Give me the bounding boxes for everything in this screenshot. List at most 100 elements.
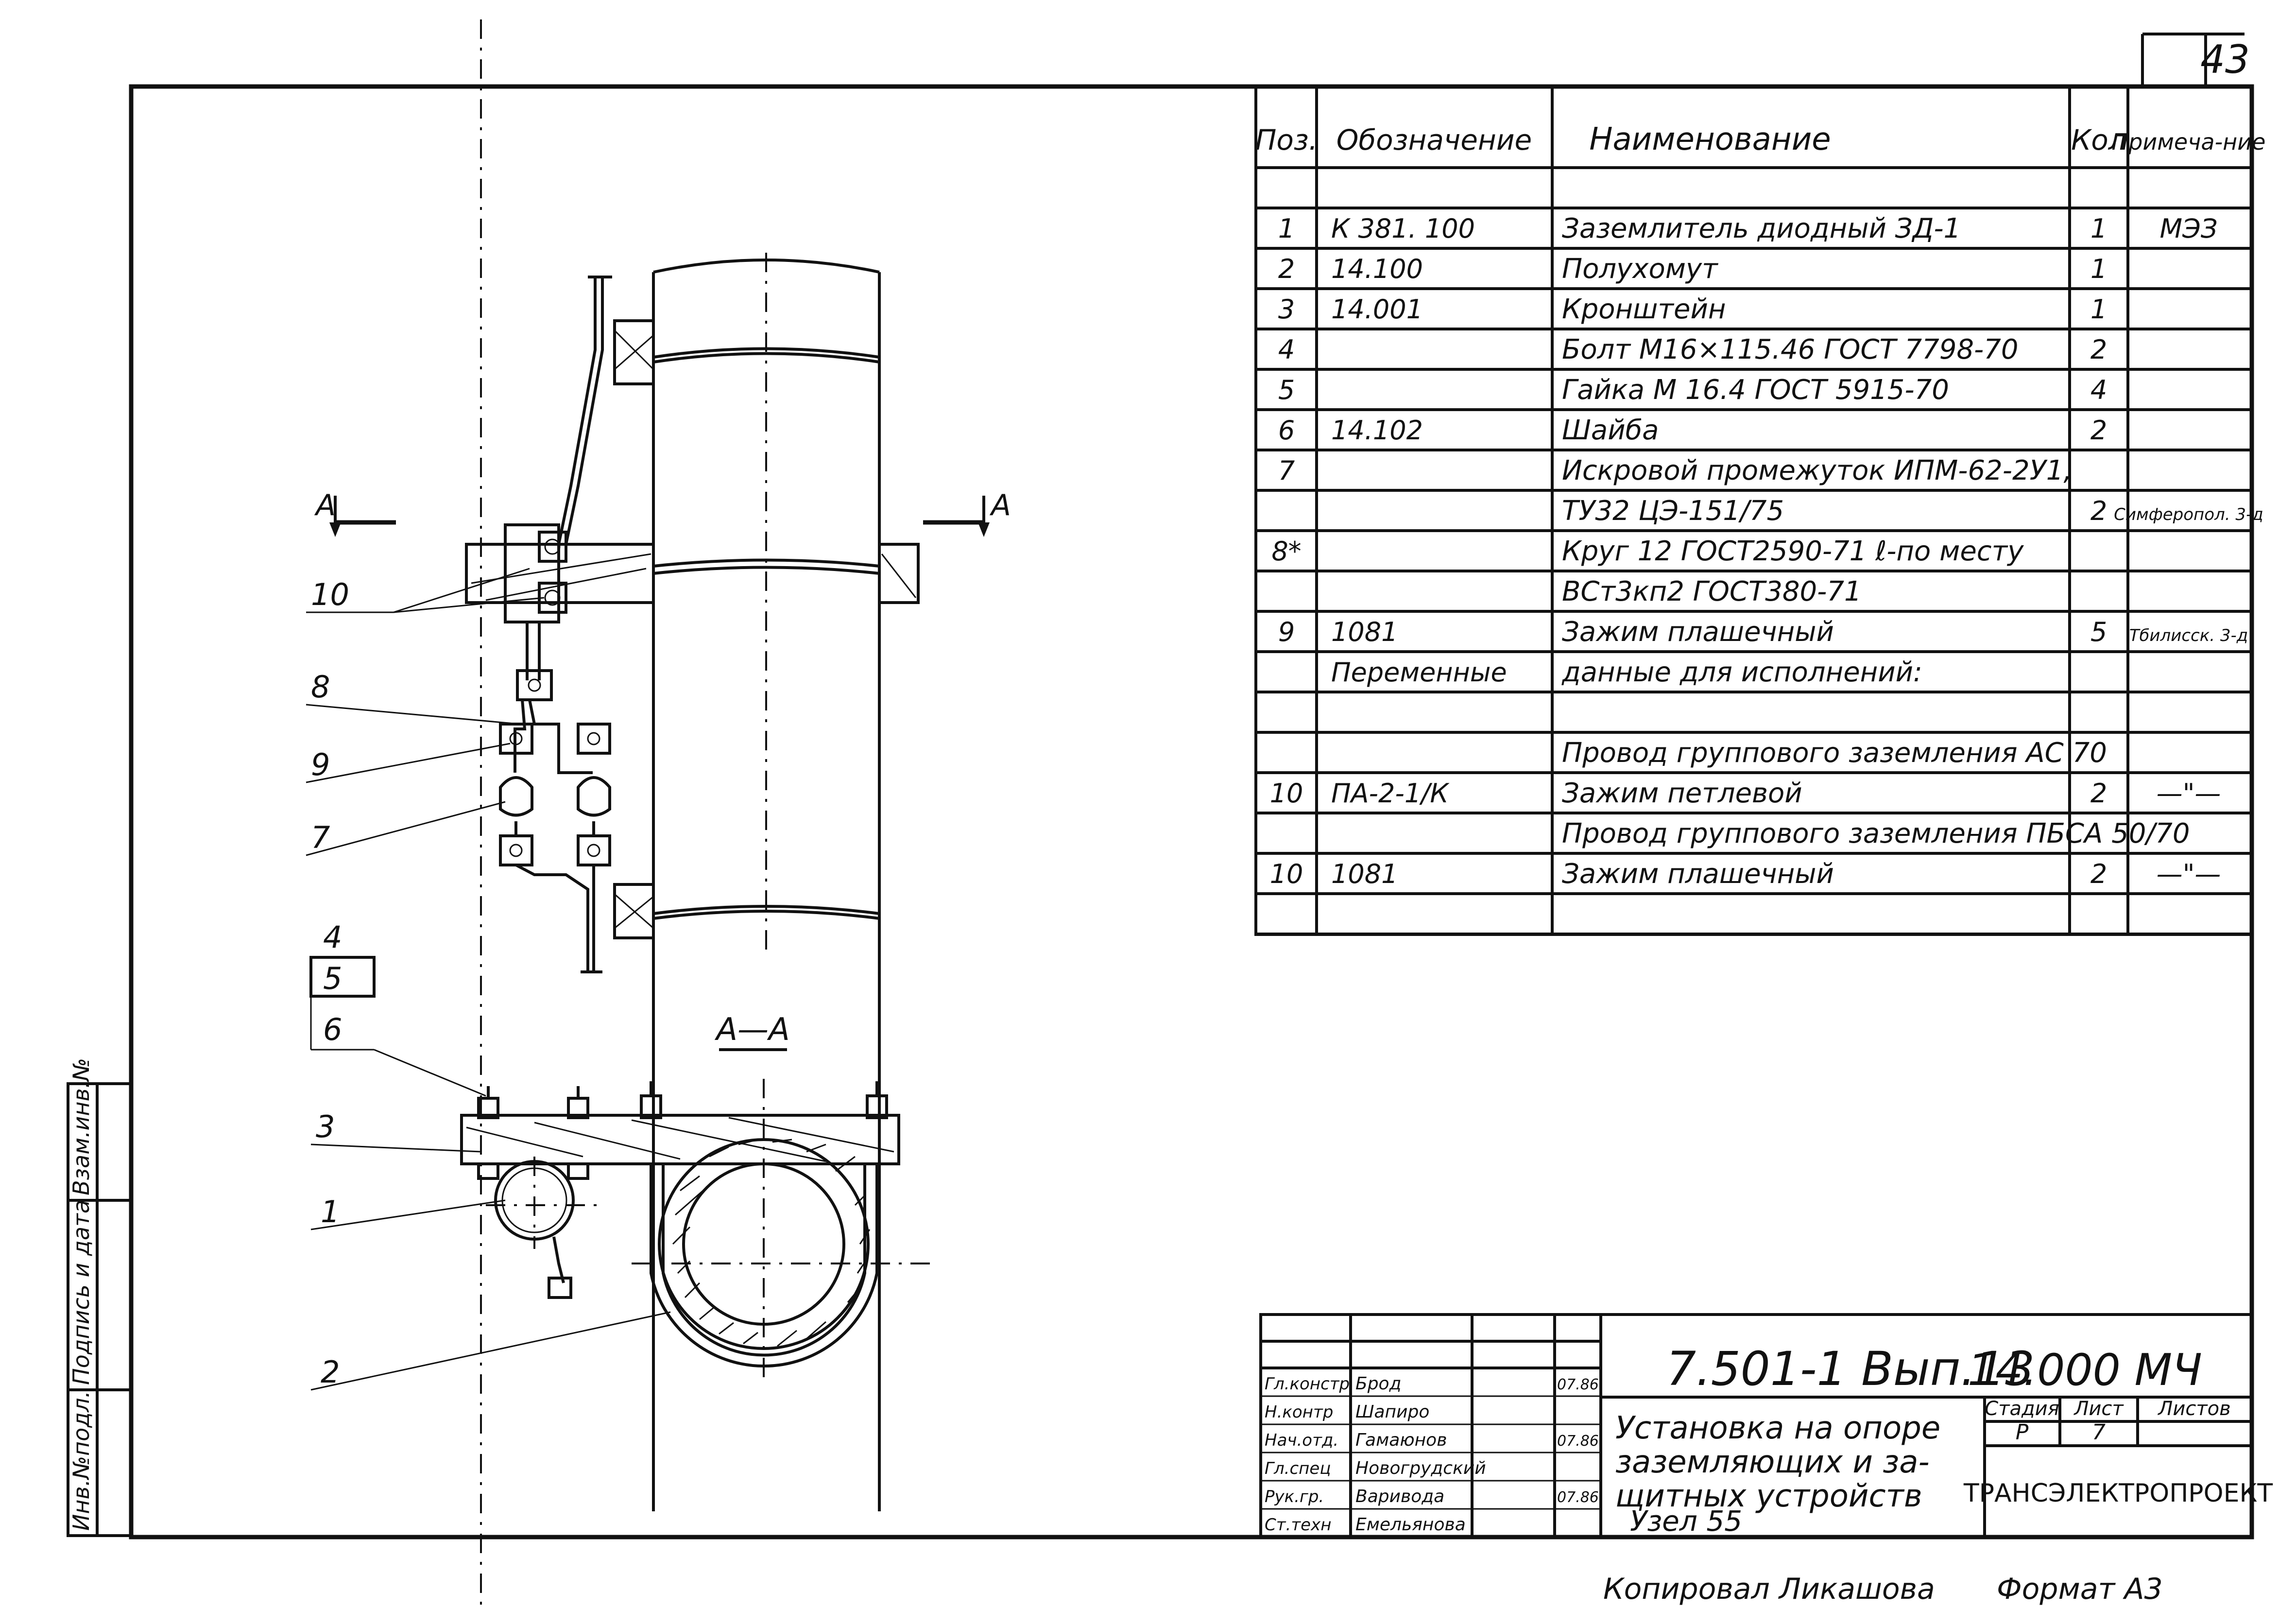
doc-number: 14.000 МЧ xyxy=(1968,1345,2202,1396)
spec-cell-name: Искровой промежуток ИПМ-62-2У1, xyxy=(1562,455,2072,486)
stamp-inv-orig: Инв.№подл. xyxy=(68,1391,94,1531)
spec-cell-pos: 10 xyxy=(1270,859,1303,889)
spec-cell-qty: 2 xyxy=(2090,415,2107,446)
spec-cell-pos: 5 xyxy=(1278,375,1295,405)
side-stamp: Инв.№подл. Подпись и дата Взам.инв.№ xyxy=(67,1058,133,1537)
header-pos: Поз. xyxy=(1255,123,1318,156)
stage-label: Стадия xyxy=(1985,1398,2059,1420)
spec-cell-designation: 14.100 xyxy=(1331,254,1423,284)
header-name: Наименование xyxy=(1589,121,1831,157)
callout-9: 9 xyxy=(311,747,330,782)
sheet-number-box: 43 xyxy=(2141,33,2250,87)
sheet-value: 7 xyxy=(2092,1420,2106,1445)
spec-cell-designation: Переменные xyxy=(1331,657,1507,688)
spec-cell-name: Полухомут xyxy=(1562,253,1718,285)
callout-1: 1 xyxy=(321,1194,340,1229)
spec-cell-note: МЭЗ xyxy=(2160,213,2218,244)
sheets-label: Листов xyxy=(2157,1398,2230,1420)
callout-6: 6 xyxy=(323,1012,342,1047)
stage-value: Р xyxy=(2016,1420,2029,1445)
spec-cell-pos: 2 xyxy=(1278,254,1295,284)
role-name: Шапиро xyxy=(1355,1402,1429,1422)
callout-10: 10 xyxy=(311,577,349,612)
spec-cell-note: Симферопол. 3-д xyxy=(2114,505,2263,524)
role-name: Варивода xyxy=(1355,1487,1444,1506)
spec-cell-pos: 8* xyxy=(1271,536,1301,567)
spec-cell-name: данные для исполнений: xyxy=(1561,657,1922,688)
header-note: Примеча-ние xyxy=(2112,129,2266,155)
role-name: Гамаюнов xyxy=(1355,1430,1447,1450)
role-date: 07.86 xyxy=(1557,1489,1599,1506)
sheet-label: Лист xyxy=(2073,1398,2124,1420)
role-name: Новогрудский xyxy=(1355,1458,1486,1478)
title-line-4: Узел 55 xyxy=(1630,1505,1742,1538)
callout-4: 4 xyxy=(323,919,342,955)
sheet-number: 43 xyxy=(2200,37,2250,82)
spec-cell-designation: 14.102 xyxy=(1331,415,1423,446)
role-role: Ст.техн xyxy=(1265,1515,1331,1535)
callout-8: 8 xyxy=(311,669,330,705)
title-line-1: Установка на опоре xyxy=(1615,1410,1940,1446)
stamp-replaced-inv: Взам.инв.№ xyxy=(68,1058,94,1195)
spec-cell-qty: 2 xyxy=(2090,496,2107,526)
header-designation: Обозначение xyxy=(1336,123,1532,156)
spec-cell-qty: 2 xyxy=(2090,334,2107,365)
spec-cell-name: Зажим петлевой xyxy=(1562,778,1802,809)
role-role: Гл.констр xyxy=(1265,1374,1350,1394)
section-view: А—А xyxy=(460,1012,933,1385)
spec-cell-name: Заземлитель диодный ЗД-1 xyxy=(1562,213,1961,244)
spec-cell-name: Зажим плашечный xyxy=(1562,616,1834,648)
spec-cell-note: —"— xyxy=(2157,859,2221,889)
stamp-signature-date: Подпись и дата xyxy=(68,1200,94,1385)
title-line-2: заземляющих и за- xyxy=(1615,1444,1930,1480)
spec-cell-qty: 5 xyxy=(2090,617,2107,647)
title-line-3: щитных устройств xyxy=(1615,1478,1922,1514)
spec-cell-designation: 1081 xyxy=(1331,617,1398,647)
spec-cell-pos: 6 xyxy=(1278,415,1295,446)
doc-code: 7.501-1 Вып.13 xyxy=(1666,1342,2035,1396)
spec-cell-qty: 2 xyxy=(2090,778,2107,809)
callouts-section: 4 5 6 3 1 2 xyxy=(309,919,671,1391)
callout-3: 3 xyxy=(316,1109,335,1144)
spec-cell-name: Круг 12 ГОСТ2590-71 ℓ-по месту xyxy=(1562,536,2024,567)
spec-cell-pos: 7 xyxy=(1278,455,1295,486)
spec-cell-name: Болт М16×115.46 ГОСТ 7798-70 xyxy=(1562,334,2019,365)
copied-by: Копировал Ликашова xyxy=(1603,1572,1935,1606)
spec-cell-name: Зажим плашечный xyxy=(1562,858,1834,890)
callout-2: 2 xyxy=(321,1354,340,1390)
role-role: Н.контр xyxy=(1265,1402,1333,1422)
role-name: Брод xyxy=(1355,1374,1401,1394)
spec-cell-designation: ПА-2-1/К xyxy=(1331,778,1450,809)
header-qty: Кол xyxy=(2071,123,2126,156)
front-view: А А xyxy=(314,19,1011,1609)
spec-cell-designation: 14.001 xyxy=(1331,294,1423,325)
spec-cell-name: Шайба xyxy=(1562,415,1659,446)
role-role: Гл.спец xyxy=(1265,1459,1331,1478)
spec-cell-designation: К 381. 100 xyxy=(1331,213,1475,244)
spec-cell-name: Провод группового заземления ПБСА 50/70 xyxy=(1562,818,2190,849)
spec-cell-name: ТУ32 ЦЭ-151/75 xyxy=(1562,495,1784,527)
spec-cell-pos: 1 xyxy=(1278,213,1295,244)
spec-cell-note: Тбилисск. 3-д xyxy=(2129,626,2248,645)
section-mark-left: А xyxy=(314,488,336,522)
spec-cell-name: Провод группового заземления АС 70 xyxy=(1562,737,2107,769)
spec-cell-qty: 1 xyxy=(2090,254,2107,284)
spec-cell-name: Гайка М 16.4 ГОСТ 5915-70 xyxy=(1562,374,1949,406)
section-mark-right: А xyxy=(989,488,1011,522)
role-role: Нач.отд. xyxy=(1265,1431,1338,1450)
organization: ТРАНСЭЛЕКТРОПРОЕКТ xyxy=(1963,1479,2273,1508)
spec-cell-qty: 1 xyxy=(2090,213,2107,244)
role-role: Рук.гр. xyxy=(1265,1487,1324,1506)
spec-cell-pos: 3 xyxy=(1278,294,1295,325)
spec-cell-pos: 9 xyxy=(1278,617,1295,647)
role-name: Емельянова xyxy=(1355,1515,1466,1535)
spec-cell-note: —"— xyxy=(2157,778,2221,809)
spec-cell-qty: 1 xyxy=(2090,294,2107,325)
section-title: А—А xyxy=(714,1012,790,1048)
spec-cell-qty: 2 xyxy=(2090,859,2107,889)
sheet-format: Формат А3 xyxy=(1997,1572,2163,1606)
callout-7: 7 xyxy=(311,820,330,855)
role-date: 07.86 xyxy=(1557,1433,1599,1450)
